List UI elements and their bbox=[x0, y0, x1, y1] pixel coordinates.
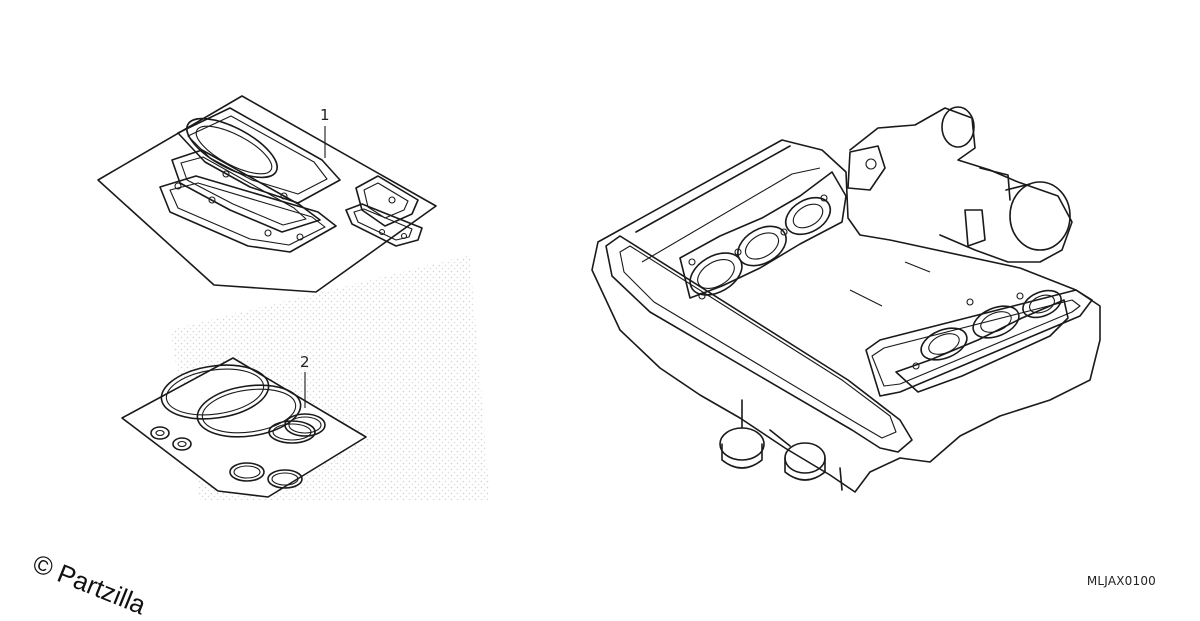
callout-label-2: 2 bbox=[300, 353, 310, 371]
parts-diagram: 1 2 bbox=[97, 95, 1101, 500]
callout-label-1: 1 bbox=[320, 106, 330, 124]
diagram-code: MLJAX0100 bbox=[1086, 574, 1156, 588]
engine-block-reference bbox=[591, 106, 1101, 493]
gasket-kit-b[interactable] bbox=[121, 357, 367, 498]
gasket-kit-a[interactable] bbox=[97, 95, 437, 293]
